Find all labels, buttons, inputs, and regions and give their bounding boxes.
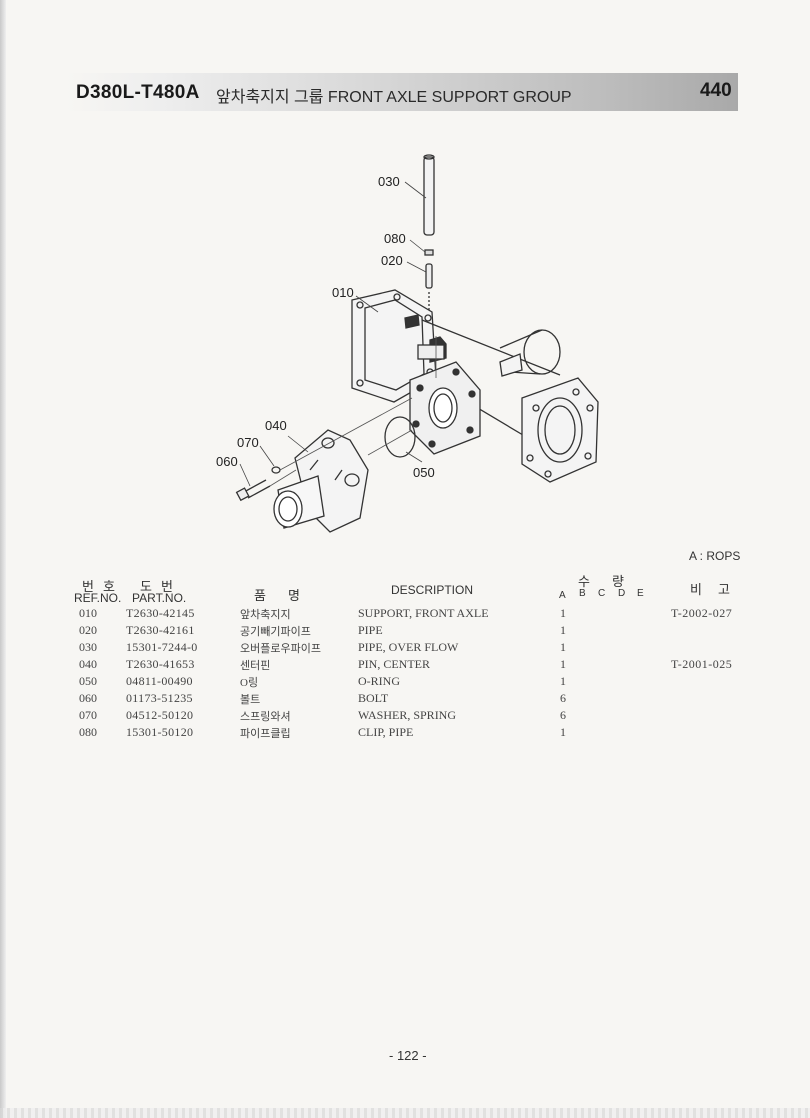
qty-col-c: C [598, 588, 606, 599]
cell-name-ko: 앞차축지지 [240, 609, 291, 621]
part-050-o-ring [384, 416, 416, 458]
group-number: 440 [700, 80, 732, 101]
cell-description: CLIP, PIPE [358, 725, 414, 739]
cell-part-no: 04512-50120 [126, 708, 194, 722]
cell-qty: 1 [560, 657, 566, 671]
model-code: D380L-T480A [76, 82, 200, 103]
table-row: 020 T2630-42161 공기빼기파이프 PIPE 1 [0, 623, 810, 640]
cell-part-no: 01173-51235 [126, 691, 193, 705]
callout-080: 080 [384, 231, 406, 246]
header-remarks-ko: 비고 [690, 582, 746, 597]
cell-description: PIPE [358, 623, 383, 637]
callout-040: 040 [265, 418, 287, 433]
header-description: DESCRIPTION [391, 583, 474, 597]
table-row: 060 01173-51235 볼트 BOLT 6 [0, 691, 810, 708]
cell-ref: 010 [79, 606, 97, 620]
part-030-pipe-overflow [423, 154, 435, 236]
callout-030: 030 [378, 174, 400, 189]
cell-name-ko: 공기빼기파이프 [240, 626, 311, 638]
qty-col-e: E [637, 588, 644, 599]
qty-col-a: A [559, 590, 566, 601]
page-bottom-edge [0, 1108, 810, 1118]
qty-col-d: D [618, 588, 626, 599]
cell-name-ko: 스프링와셔 [240, 711, 291, 723]
cell-ref: 060 [79, 691, 97, 705]
table-row: 030 15301-7244-0 오버플로우파이프 PIPE, OVER FLO… [0, 640, 810, 657]
cell-description: O-RING [358, 674, 400, 688]
table-row: 050 04811-00490 O링 O-RING 1 [0, 674, 810, 691]
cell-part-no: 04811-00490 [126, 674, 193, 688]
cell-description: WASHER, SPRING [358, 708, 457, 722]
part-010-front-axle-support [351, 289, 599, 483]
cell-part-no: T2630-41653 [126, 657, 195, 671]
table-row: 010 T2630-42145 앞차축지지 SUPPORT, FRONT AXL… [0, 606, 810, 623]
page-number: - 122 - [389, 1048, 427, 1063]
group-title: 앞차축지지 그룹 FRONT AXLE SUPPORT GROUP [216, 89, 572, 106]
cell-part-no: T2630-42145 [126, 606, 195, 620]
header-part-ko: 도번 [140, 579, 182, 594]
exploded-parts-diagram: 030 080 020 010 040 070 060 050 [216, 154, 599, 533]
cell-description: PIN, CENTER [358, 657, 430, 671]
diagram-callouts: 030 080 020 010 040 070 060 050 [216, 174, 435, 480]
model-note: A : ROPS [689, 549, 741, 563]
cell-remarks: T-2001-025 [671, 657, 733, 671]
table-row: 070 04512-50120 스프링와셔 WASHER, SPRING 6 [0, 708, 810, 725]
cell-ref: 050 [79, 674, 97, 688]
cell-name-ko: O링 [240, 677, 259, 689]
cell-qty: 1 [560, 606, 566, 620]
cell-name-ko: 오버플로우파이프 [240, 643, 321, 655]
qty-col-b: B [579, 588, 586, 599]
cell-part-no: 15301-7244-0 [126, 640, 198, 654]
header-qty-ko: 수량 [578, 574, 646, 589]
cell-name-ko: 파이프클립 [240, 728, 291, 740]
part-040-pin-center [273, 429, 369, 533]
header-ref-en: REF.NO. [74, 591, 122, 605]
cell-part-no: 15301-50120 [126, 725, 194, 739]
header-ref-ko: 번호 [82, 579, 124, 594]
header-band [66, 73, 738, 111]
part-060-bolt [235, 479, 271, 502]
part-020-pipe [425, 263, 433, 289]
cell-name-ko: 볼트 [240, 694, 261, 706]
cell-qty: 6 [560, 708, 566, 722]
callout-060: 060 [216, 454, 238, 469]
cell-description: SUPPORT, FRONT AXLE [358, 606, 489, 620]
cell-description: BOLT [358, 691, 389, 705]
table-row: 040 T2630-41653 센터핀 PIN, CENTER 1 T-2001… [0, 657, 810, 674]
cell-ref: 030 [79, 640, 97, 654]
callout-010: 010 [332, 285, 354, 300]
cell-name-ko: 센터핀 [240, 660, 271, 672]
part-070-washer-spring [271, 466, 281, 474]
callout-020: 020 [381, 253, 403, 268]
cell-ref: 020 [79, 623, 97, 637]
table-row: 080 15301-50120 파이프클립 CLIP, PIPE 1 [0, 725, 810, 742]
part-080-pipe-clip [424, 249, 434, 256]
cell-qty: 1 [560, 725, 566, 739]
callout-050: 050 [413, 465, 435, 480]
header-name-ko: 품명 [254, 588, 322, 603]
cell-qty: 1 [560, 674, 566, 688]
page-edge [0, 0, 6, 1118]
cell-ref: 040 [79, 657, 97, 671]
cell-qty: 6 [560, 691, 566, 705]
cell-description: PIPE, OVER FLOW [358, 640, 459, 654]
cell-remarks: T-2002-027 [671, 606, 733, 620]
cell-qty: 1 [560, 623, 566, 637]
callout-070: 070 [237, 435, 259, 450]
cell-ref: 070 [79, 708, 97, 722]
header-part-en: PART.NO. [132, 591, 187, 605]
cell-part-no: T2630-42161 [126, 623, 195, 637]
cell-qty: 1 [560, 640, 566, 654]
cell-ref: 080 [79, 725, 97, 739]
